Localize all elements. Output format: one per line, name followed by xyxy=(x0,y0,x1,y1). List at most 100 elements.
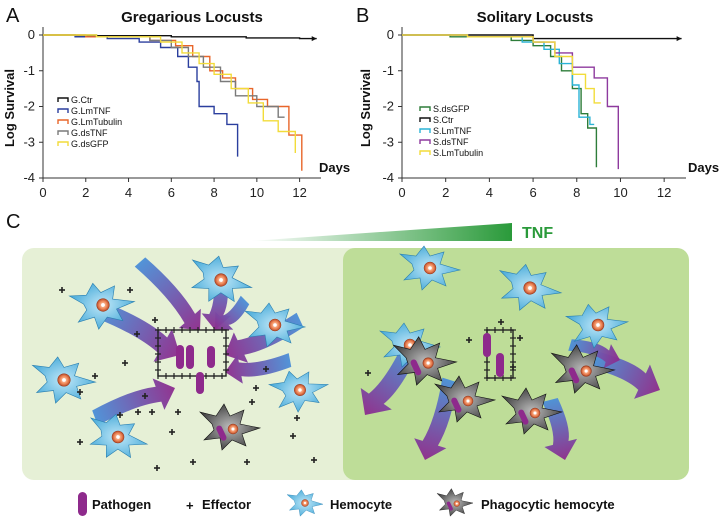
effector-mark xyxy=(127,287,133,293)
y-tick-label: -1 xyxy=(23,63,35,78)
series-arrowhead xyxy=(676,36,682,42)
y-tick-label: -3 xyxy=(382,134,394,149)
effector-mark xyxy=(244,459,250,465)
x-tick-label: 12 xyxy=(657,185,671,200)
legend-effector: Effector xyxy=(202,497,251,512)
migration-arrow xyxy=(215,295,250,330)
pathogen-rod xyxy=(496,353,504,377)
hemocyte-cell xyxy=(68,282,136,330)
effector-mark xyxy=(92,373,98,379)
effector-mark xyxy=(498,319,504,325)
phagocytic-hemocyte-cell xyxy=(199,403,262,451)
series-line xyxy=(402,34,595,126)
effector-mark xyxy=(77,439,83,445)
migration-arrow xyxy=(134,257,201,331)
panel-a-xlabel: Days xyxy=(319,160,350,175)
hemocyte-icon xyxy=(286,489,324,517)
panel-a-letter: A xyxy=(6,5,20,27)
effector-mark xyxy=(134,331,140,337)
effector-mark xyxy=(365,370,371,376)
panel-a-title: Gregarious Locusts xyxy=(121,9,263,26)
panel-b-series xyxy=(402,34,682,170)
effector-mark xyxy=(154,465,160,471)
x-tick-label: 8 xyxy=(573,185,580,200)
panel-a-ylabel: Log Survival xyxy=(2,69,17,147)
panel-b-title: Solitary Locusts xyxy=(477,9,594,26)
x-tick-label: 6 xyxy=(529,185,536,200)
legend-hemocyte: Hemocyte xyxy=(330,497,392,512)
x-tick-label: 10 xyxy=(250,185,264,200)
y-tick-label: -1 xyxy=(382,63,394,78)
legend-swatch xyxy=(57,130,69,135)
series-line xyxy=(43,34,296,153)
effector-mark xyxy=(294,415,300,421)
effector-icon: + xyxy=(186,498,194,513)
y-tick-label: 0 xyxy=(28,27,35,42)
x-tick-label: 0 xyxy=(398,185,405,200)
migration-arrow xyxy=(225,353,292,384)
phagocytic-hemocyte-cell xyxy=(436,488,474,517)
effector-mark xyxy=(77,389,83,395)
x-tick-label: 4 xyxy=(125,185,132,200)
legend-swatch xyxy=(57,108,69,113)
legend-swatch xyxy=(57,119,69,124)
x-tick-label: 8 xyxy=(210,185,217,200)
hemocyte-cell xyxy=(244,302,307,348)
x-tick-label: 12 xyxy=(292,185,306,200)
effector-mark xyxy=(466,337,472,343)
phagocytic-hemocyte-cell xyxy=(550,344,616,394)
x-tick-label: 6 xyxy=(168,185,175,200)
legend-swatch xyxy=(419,139,431,144)
migration-arrow xyxy=(414,377,458,461)
panel-c-legend: Pathogen + Effector Hemocyte Phagocytic … xyxy=(78,488,615,517)
legend-swatch xyxy=(419,150,431,155)
pathogen-rod xyxy=(176,345,184,369)
panel-a-series xyxy=(43,34,317,171)
tnf-label: TNF xyxy=(522,225,553,242)
y-tick-label: -2 xyxy=(382,99,394,114)
legend-swatch xyxy=(419,106,431,111)
panel-b-ylabel: Log Survival xyxy=(358,69,373,147)
pathogen-rod xyxy=(207,346,215,368)
x-tick-label: 0 xyxy=(39,185,46,200)
effector-mark xyxy=(59,287,65,293)
effector-mark xyxy=(190,459,196,465)
pathogen-rod xyxy=(196,372,204,394)
legend-swatch xyxy=(419,128,431,133)
panel-c-letter: C xyxy=(6,211,20,233)
migration-arrow xyxy=(92,378,175,426)
series-line xyxy=(402,34,601,104)
hemocyte-cell xyxy=(498,263,563,311)
y-tick-label: -4 xyxy=(23,170,35,185)
hemocyte-cell xyxy=(564,303,630,349)
effector-mark xyxy=(517,335,523,341)
legend-phagocytic-hemocyte: Phagocytic hemocyte xyxy=(481,497,615,512)
legend-entry: S.dsTNF xyxy=(433,137,469,147)
effector-mark xyxy=(175,409,181,415)
legend-entry: S.Ctr xyxy=(433,115,454,125)
hemocyte-cell xyxy=(31,356,97,404)
left-panel-background xyxy=(22,248,367,480)
legend-entry: G.dsGFP xyxy=(71,139,109,149)
gregarious-immune-scene xyxy=(31,255,330,471)
effector-mark xyxy=(135,409,141,415)
effector-chain xyxy=(155,327,229,379)
legend-pathogen: Pathogen xyxy=(92,497,151,512)
effector-mark xyxy=(263,366,269,372)
x-tick-label: 10 xyxy=(613,185,627,200)
legend-swatch xyxy=(419,117,431,122)
phagocytic-hemocyte-cell xyxy=(392,336,458,386)
legend-entry: G.LmTubulin xyxy=(71,117,122,127)
panel-b-xlabel: Days xyxy=(688,160,719,175)
legend-entry: S.LmTNF xyxy=(433,126,472,136)
effector-mark xyxy=(117,412,123,418)
effector-mark xyxy=(510,364,516,370)
legend-entry: G.Ctr xyxy=(71,95,93,105)
series-arrowhead xyxy=(311,36,317,42)
